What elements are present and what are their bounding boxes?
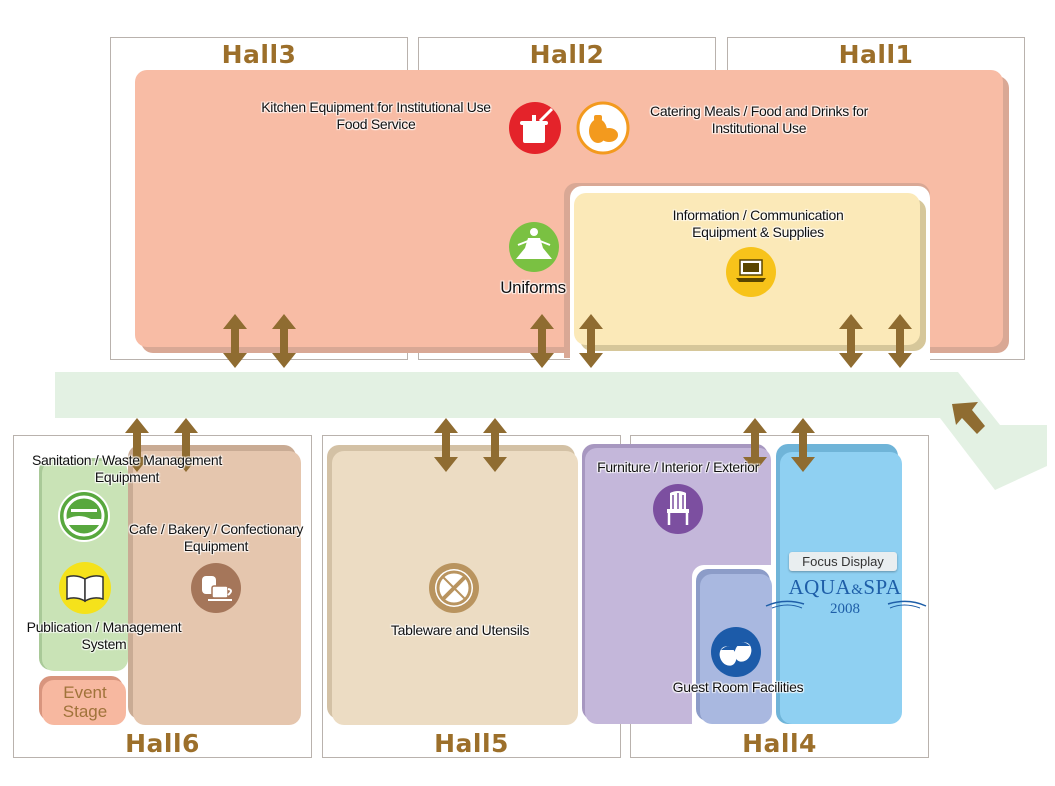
book-icon bbox=[59, 562, 111, 614]
cooking-pot-icon bbox=[509, 102, 561, 154]
sanitation-label: Sanitation / Waste Management Equipment bbox=[31, 452, 222, 485]
access-arrow-icon bbox=[530, 314, 554, 368]
aqua-spa-zone[interactable] bbox=[780, 452, 902, 724]
logo-aqua: AQUA bbox=[788, 575, 852, 599]
access-arrow-icon bbox=[839, 314, 863, 368]
chair-icon bbox=[653, 484, 703, 534]
cafe-label: Cafe / Bakery / Confectionary Equipment bbox=[128, 521, 304, 554]
access-arrow-icon bbox=[791, 418, 815, 472]
hall2-title[interactable]: Hall2 bbox=[529, 40, 605, 69]
slippers-icon bbox=[711, 627, 761, 677]
uniforms-label: Uniforms bbox=[500, 278, 566, 297]
apron-icon bbox=[509, 222, 559, 272]
logo-year: 2008 bbox=[830, 601, 860, 617]
access-arrow-icon bbox=[483, 418, 507, 472]
event-stage-label: Event Stage bbox=[62, 683, 108, 721]
no-cutlery-icon bbox=[429, 563, 479, 613]
access-arrow-icon bbox=[223, 314, 247, 368]
access-arrow-icon bbox=[434, 418, 458, 472]
hall3-title[interactable]: Hall3 bbox=[221, 40, 297, 69]
food-zone-right-stub bbox=[930, 183, 1003, 347]
logo-amp: & bbox=[851, 582, 864, 598]
access-arrow-icon bbox=[579, 314, 603, 368]
focus-display-badge[interactable]: Focus Display bbox=[789, 552, 897, 571]
hall4-title[interactable]: Hall4 bbox=[742, 729, 817, 758]
access-arrow-icon bbox=[888, 314, 912, 368]
event-stage-zone[interactable] bbox=[42, 680, 126, 725]
kitchen-label: Kitchen Equipment for Institutional Use … bbox=[261, 99, 491, 132]
entrance-arrow-icon bbox=[952, 402, 985, 434]
information-label: Information / Communication Equipment & … bbox=[672, 207, 844, 240]
furniture-label: Furniture / Interior / Exterior bbox=[597, 459, 759, 475]
logo-spa: SPA bbox=[863, 575, 902, 599]
laptop-icon bbox=[726, 247, 776, 297]
tableware-label: Tableware and Utensils bbox=[390, 622, 530, 638]
access-arrow-icon bbox=[272, 314, 296, 368]
wave-decoration-icon bbox=[765, 600, 927, 609]
hall1-title[interactable]: Hall1 bbox=[838, 40, 914, 69]
publication-label: Publication / Management System bbox=[26, 619, 182, 652]
catering-label: Catering Meals / Food and Drinks for Ins… bbox=[650, 103, 868, 136]
focus-display-label: Focus Display bbox=[802, 554, 884, 569]
hall6-title[interactable]: Hall6 bbox=[125, 729, 200, 758]
aqua-spa-logo: AQUA&SPA 2008 bbox=[770, 576, 920, 617]
food-icon bbox=[576, 101, 630, 155]
bread-cup-icon bbox=[191, 563, 241, 613]
hall5-title[interactable]: Hall5 bbox=[434, 729, 509, 758]
recycle-hand-icon bbox=[58, 490, 110, 542]
guest-room-label: Guest Room Facilities bbox=[672, 679, 804, 695]
